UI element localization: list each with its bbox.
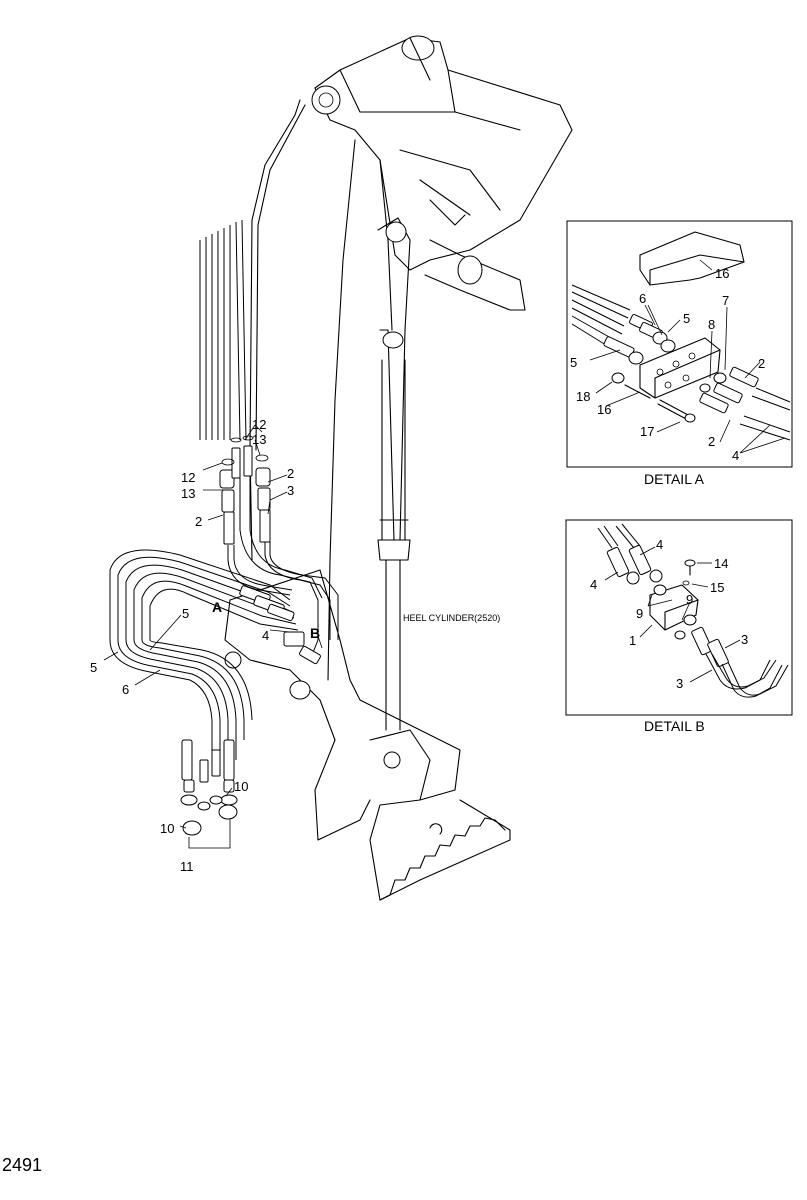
callout-3: 3 [287, 483, 294, 498]
detail-a-callout-17: 17 [640, 424, 654, 439]
view-marker-a: A [212, 599, 222, 615]
callout-6: 6 [122, 682, 129, 697]
callout-2-right: 2 [287, 466, 294, 481]
detail-b-callout-14: 14 [714, 556, 728, 571]
callout-12-lower: 12 [181, 470, 195, 485]
detail-b-callout-9-right: 9 [686, 592, 693, 607]
detail-a-callout-16-top: 16 [715, 266, 729, 281]
detail-a-callout-4: 4 [732, 448, 739, 463]
callout-12-upper: 12 [252, 417, 266, 432]
view-marker-b: B [310, 625, 320, 641]
callout-4: 4 [262, 628, 269, 643]
detail-a-callout-5-left: 5 [570, 355, 577, 370]
callout-13-lower: 13 [181, 486, 195, 501]
detail-a-callout-2-right: 2 [758, 356, 765, 371]
detail-a-callout-6: 6 [639, 291, 646, 306]
detail-b-callout-1: 1 [629, 633, 636, 648]
detail-a-callout-2-bottom: 2 [708, 434, 715, 449]
heel-cylinder-note: HEEL CYLINDER(2520) [403, 613, 500, 623]
hose-bundle-loop [109, 549, 321, 836]
detail-a-caption: DETAIL A [644, 471, 705, 487]
page-number: 2491 [2, 1155, 43, 1175]
detail-b-box: 4 4 14 15 9 9 1 3 3 [565, 519, 793, 716]
detail-b-callout-3-bottom: 3 [676, 676, 683, 691]
detail-a-callout-18: 18 [576, 389, 590, 404]
callout-5-lower: 5 [90, 660, 97, 675]
callouts-main: 12 13 12 13 2 3 2 4 5 5 6 10 10 11 A B H… [90, 417, 500, 874]
callout-13-upper: 13 [252, 432, 266, 447]
detail-a-callout-7: 7 [722, 293, 729, 308]
boom-assembly [224, 35, 573, 901]
detail-b-callout-15: 15 [710, 580, 724, 595]
detail-a-box: 16 6 5 7 8 5 2 18 16 17 2 4 [566, 220, 793, 468]
detail-b-callout-9-left: 9 [636, 606, 643, 621]
detail-b-callout-4-left: 4 [590, 577, 597, 592]
detail-b-callout-3-right: 3 [741, 632, 748, 647]
callout-5-upper: 5 [182, 606, 189, 621]
callout-2-left: 2 [195, 514, 202, 529]
callout-11: 11 [180, 859, 194, 874]
detail-a-callout-16-bottom: 16 [597, 402, 611, 417]
callout-leaders-main [103, 424, 323, 849]
detail-a-callout-8: 8 [708, 317, 715, 332]
detail-b-callout-4-top: 4 [656, 537, 663, 552]
hose-bundle-upper [199, 219, 339, 661]
callout-10-right: 10 [234, 779, 248, 794]
detail-b-caption: DETAIL B [644, 718, 705, 734]
detail-a-callout-5-top: 5 [683, 311, 690, 326]
callout-10-left: 10 [160, 821, 174, 836]
